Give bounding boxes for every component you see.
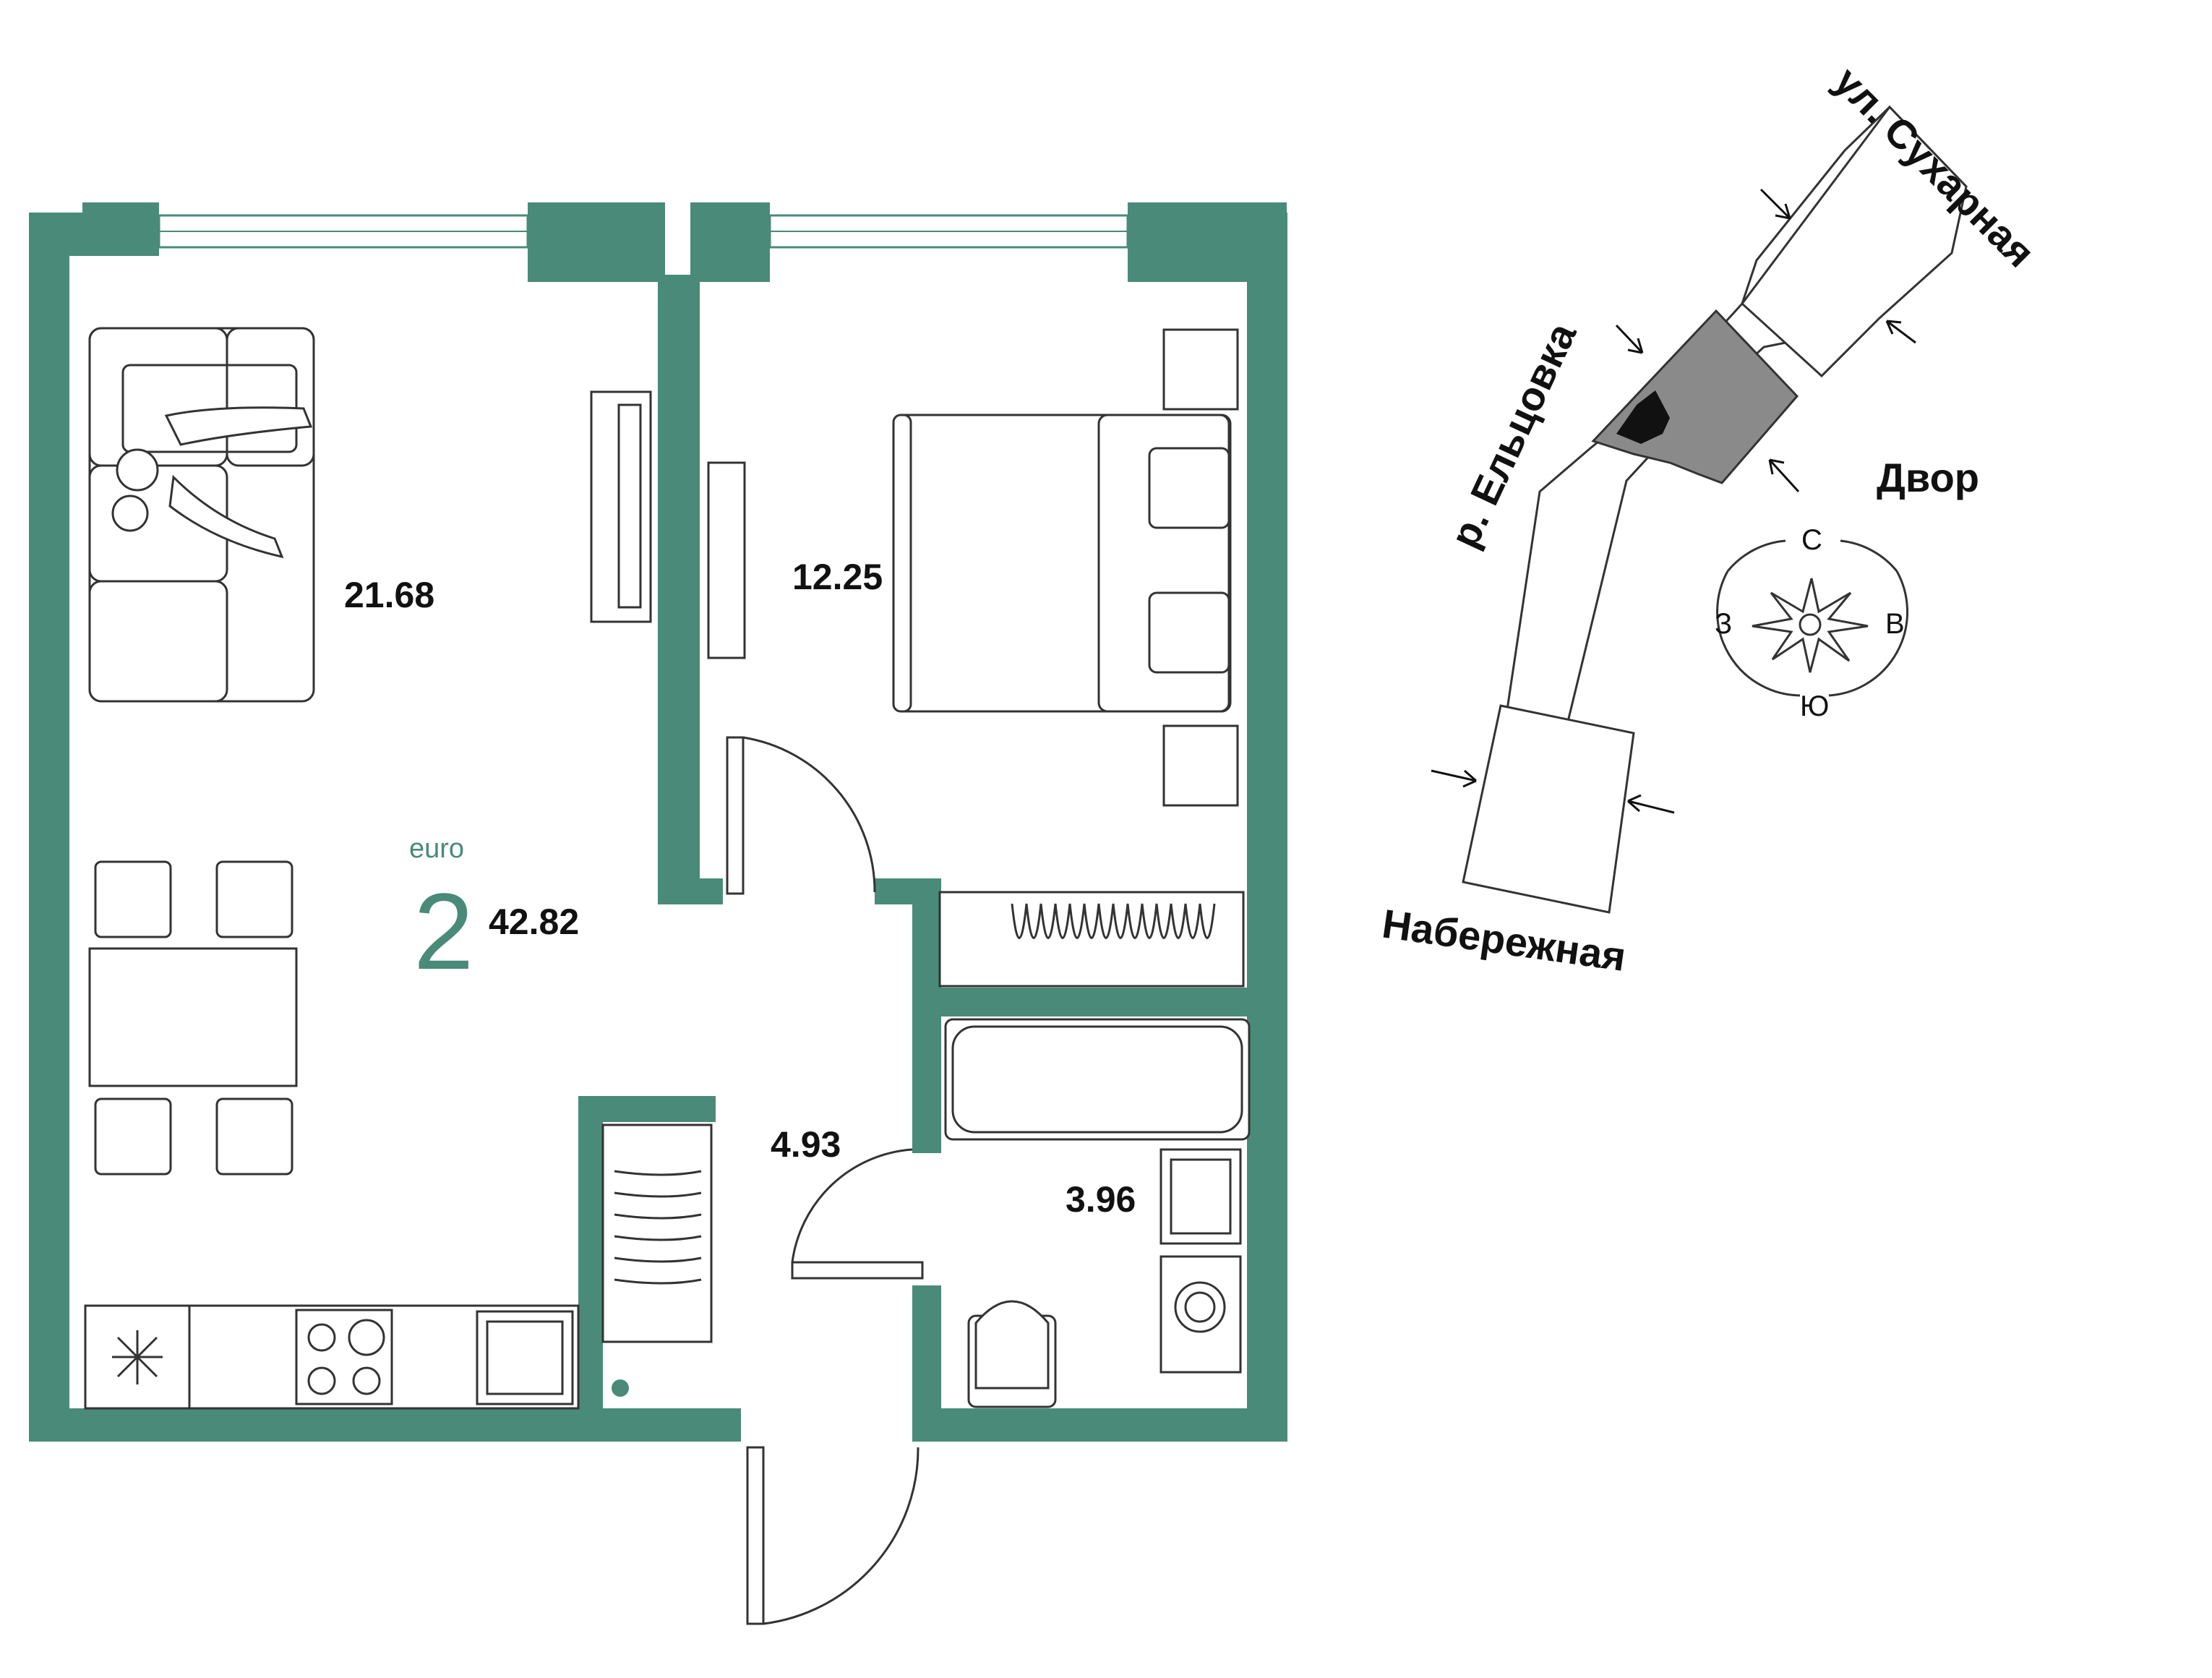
door-bedroom-swing	[742, 736, 876, 893]
kitchen-counter	[84, 1304, 629, 1410]
boiler-icon	[612, 1379, 629, 1397]
wall-top-mid2	[690, 202, 770, 282]
building-section-north	[1740, 105, 1968, 378]
wall-bath-left-lower	[912, 1285, 941, 1442]
door-bedroom	[726, 736, 745, 895]
entrance-arrow-icon	[1431, 188, 1916, 814]
bathtub-icon	[944, 1018, 1251, 1141]
washing-machine-icon	[1159, 1255, 1242, 1374]
wall-outer-right	[1247, 213, 1287, 1442]
fridge-icon	[84, 1304, 191, 1410]
tv-icon	[590, 390, 652, 623]
bed-icon	[892, 414, 1232, 713]
room-area-hallway: 4.93	[771, 1124, 841, 1165]
wall-bath-top	[941, 988, 1256, 1016]
door-bathroom	[791, 1261, 924, 1280]
site-map: С Ю В З ул. Сухарная р. Ельцовка Двор На…	[1379, 58, 2044, 980]
wall-outer-left	[29, 213, 69, 1442]
door-bathroom-swing	[791, 1148, 913, 1263]
room-area-bedroom: 12.25	[792, 557, 883, 597]
current-section	[1591, 309, 1799, 484]
apartment-total-area: 42.82	[489, 902, 579, 942]
apartment-marker	[1616, 390, 1670, 444]
nightstand-icon	[1162, 328, 1239, 411]
wall-partition-living-bedroom	[658, 275, 700, 904]
doors	[726, 736, 924, 1625]
door-entrance	[746, 1446, 765, 1625]
sofa-icon	[88, 327, 315, 703]
radiator-icon	[938, 891, 1245, 988]
compass-south: Ю	[1800, 690, 1829, 722]
dining-table-icon	[88, 860, 298, 1176]
walls	[29, 202, 1287, 1442]
stove-icon	[295, 1309, 393, 1405]
nightstand-icon	[1162, 724, 1239, 807]
chair-icon	[94, 1097, 172, 1176]
compass-east: В	[1885, 608, 1905, 640]
wall-bottom-left	[29, 1408, 741, 1442]
compass-west: З	[1715, 608, 1732, 640]
room-area-bathroom: 3.96	[1066, 1179, 1136, 1220]
chair-icon	[215, 860, 293, 938]
sink-icon	[476, 1310, 574, 1405]
toilet-icon	[967, 1300, 1057, 1408]
apartment-type-label: euro	[409, 834, 464, 864]
river-label: р. Ельцовка	[1441, 315, 1585, 555]
chair-icon	[215, 1097, 293, 1176]
embankment-label: Набережная	[1379, 900, 1629, 980]
door-entrance-swing	[763, 1447, 919, 1625]
yard-label: Двор	[1877, 455, 1979, 500]
apartment-rooms-count: 2	[413, 870, 473, 992]
wall-top-mid	[528, 202, 665, 282]
room-area-living: 21.68	[344, 575, 434, 615]
compass-north: С	[1801, 524, 1822, 556]
wall-closet-left	[578, 1096, 603, 1442]
closet-radiator-icon	[601, 1123, 713, 1343]
sink-icon	[1159, 1148, 1242, 1245]
building-section-south	[1462, 704, 1635, 914]
chair-icon	[94, 860, 172, 938]
person-head-icon	[116, 448, 159, 492]
wall-partition-stub	[658, 878, 723, 904]
wall-bath-left-upper	[912, 878, 941, 1153]
person-head-icon	[111, 495, 149, 532]
wall-top-left-pier	[82, 202, 159, 239]
compass-icon	[1716, 539, 1909, 697]
wall-bottom-right	[918, 1408, 1287, 1442]
tv-icon	[707, 461, 746, 659]
windows	[158, 214, 1129, 249]
